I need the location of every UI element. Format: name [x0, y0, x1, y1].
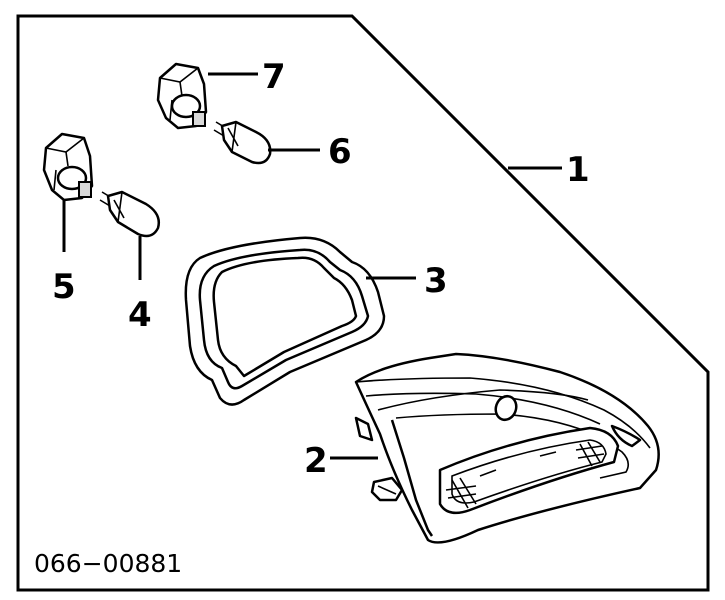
callout-4: 4	[128, 295, 152, 335]
part-code: 066−00881	[34, 549, 182, 578]
lamp-housing	[354, 352, 660, 544]
socket-upper	[156, 62, 208, 130]
callout-1: 1	[566, 150, 590, 190]
callout-7: 7	[262, 57, 286, 97]
callout-6: 6	[328, 132, 352, 172]
callout-2: 2	[304, 441, 328, 481]
callout-3: 3	[424, 261, 448, 301]
socket-lower	[42, 132, 94, 202]
assembly-boundary	[16, 14, 710, 592]
bulb-lower	[99, 190, 160, 238]
gasket	[184, 236, 386, 406]
bulb-upper	[213, 120, 272, 165]
callout-5: 5	[52, 267, 76, 307]
